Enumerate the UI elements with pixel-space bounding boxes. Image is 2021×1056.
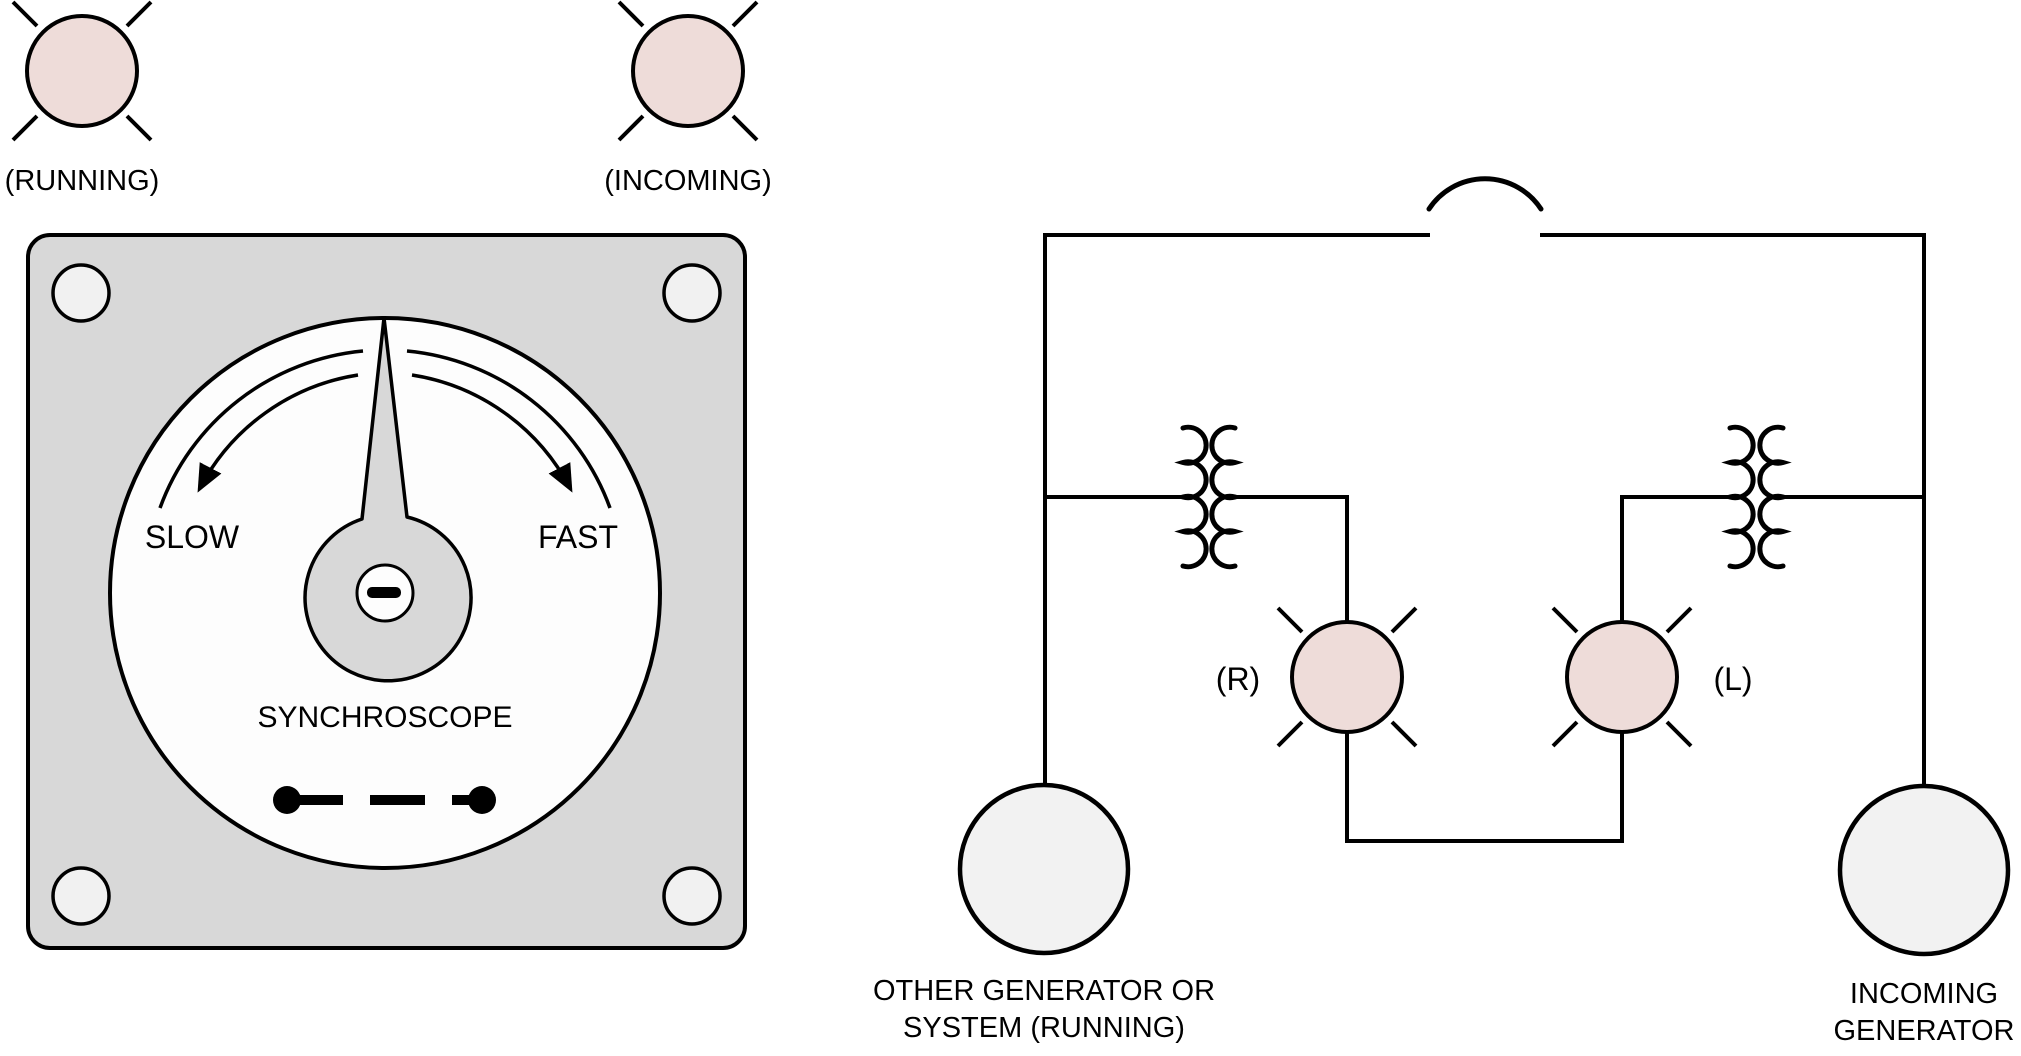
- breaker-switch-icon: [1426, 176, 1544, 212]
- fast-direction-arrow-icon: [411, 373, 573, 493]
- lamp-r-icon: [1276, 606, 1418, 748]
- dash-dot-icon: [468, 786, 496, 814]
- transformer-winding-icon: [1757, 424, 1792, 570]
- lamp-ray-icon: [617, 114, 645, 142]
- wire-right-transformer-to-lamp-l: [1620, 495, 1730, 622]
- screw-icon: [51, 263, 111, 323]
- running-potential-transformer-icon: [1174, 424, 1244, 570]
- dial-inner-ring: [158, 349, 364, 509]
- lamp-ray-icon: [11, 114, 39, 142]
- running-generator-label-line1: OTHER GENERATOR OR: [873, 975, 1215, 1007]
- synchroscope-panel: SLOW FAST SYNCHROSCOPE: [26, 233, 747, 950]
- lamp-l-bulb: [1565, 620, 1679, 734]
- running-bus-wire: [1043, 233, 1430, 785]
- lamp-r-bulb: [1290, 620, 1404, 734]
- screw-icon: [662, 866, 722, 926]
- lamp-r-label: (R): [1216, 661, 1260, 697]
- synchroscope-label: SYNCHROSCOPE: [257, 701, 512, 734]
- incoming-generator-label-line1: INCOMING: [1850, 978, 1998, 1010]
- slow-direction-arrow-icon: [197, 373, 359, 493]
- synchronizing-circuit: (R) (L) OTHER GENERATOR OR SYSTEM (RUNNI…: [873, 176, 2015, 1047]
- knob-slot-icon: [367, 587, 401, 598]
- incoming-generator-icon: [1837, 783, 2011, 957]
- running-generator-label-line2: SYSTEM (RUNNING): [903, 1012, 1185, 1044]
- incoming-bus-wire: [1540, 233, 1926, 786]
- phase-dash-marking: [273, 786, 496, 814]
- dial-inner-ring: [406, 349, 612, 509]
- lamp-l-icon: [1551, 606, 1693, 748]
- lamp-ray-icon: [731, 114, 759, 142]
- needle-and-hub: [303, 316, 473, 683]
- lamp-ray-icon: [1551, 720, 1579, 748]
- lamp-ray-icon: [1276, 606, 1304, 634]
- transformer-winding-icon: [1174, 424, 1209, 570]
- incoming-potential-transformer-icon: [1721, 424, 1792, 570]
- lamp-ray-icon: [731, 0, 759, 28]
- incoming-lamp-bulb: [631, 14, 745, 128]
- lamp-ray-icon: [1551, 606, 1579, 634]
- lamp-l-label: (L): [1713, 661, 1752, 697]
- lamp-ray-icon: [1276, 720, 1304, 748]
- running-lamp-label: (RUNNING): [5, 165, 160, 197]
- lamp-ray-icon: [1665, 606, 1693, 634]
- lamp-ray-icon: [1665, 720, 1693, 748]
- lamp-ray-icon: [125, 114, 153, 142]
- screw-icon: [51, 866, 111, 926]
- incoming-lamp-icon: [617, 0, 759, 142]
- running-lamp-icon: [11, 0, 153, 142]
- incoming-generator-label-line2: GENERATOR: [1833, 1015, 2014, 1047]
- lamp-interconnect-wire: [1345, 732, 1624, 843]
- wire-left-transformer-to-lamp-r: [1235, 495, 1349, 622]
- slow-label: SLOW: [145, 519, 240, 555]
- lamp-ray-icon: [11, 0, 39, 28]
- fast-label: FAST: [538, 519, 618, 555]
- screw-icon: [662, 263, 722, 323]
- transformer-winding-icon: [1209, 424, 1244, 570]
- lamp-ray-icon: [1390, 720, 1418, 748]
- running-lamp-bulb: [25, 14, 139, 128]
- transformer-winding-icon: [1721, 424, 1756, 570]
- lamp-ray-icon: [1390, 606, 1418, 634]
- lamp-ray-icon: [617, 0, 645, 28]
- lamp-ray-icon: [125, 0, 153, 28]
- incoming-lamp-label: (INCOMING): [604, 165, 772, 197]
- running-generator-icon: [957, 782, 1131, 956]
